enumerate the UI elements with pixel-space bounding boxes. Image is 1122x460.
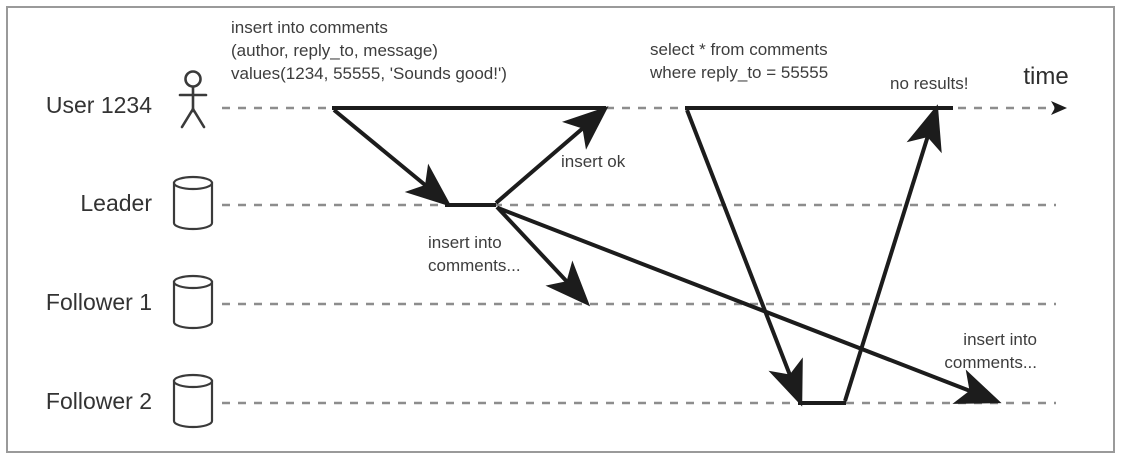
database-cylinder-icon — [172, 373, 214, 429]
message-arrow-insert-request — [332, 108, 452, 207]
replicate-to-follower1-label: insert into comments... — [428, 233, 521, 275]
message-arrow-select-response — [843, 104, 942, 402]
participant-label-follower2: Follower 2 — [46, 388, 152, 414]
time-axis-arrowhead — [1051, 101, 1067, 115]
participant-label-leader: Leader — [80, 190, 152, 216]
participant-icons-group — [172, 70, 214, 429]
insert-statement-label-line-2: values(1234, 55555, 'Sounds good!') — [231, 64, 507, 83]
insert-statement-label-line-0: insert into comments — [231, 18, 388, 37]
database-cylinder-icon — [172, 274, 214, 330]
select-statement-label: select * from comments where reply_to = 5… — [649, 40, 828, 82]
replicate-to-follower2-label-line-1: comments... — [944, 353, 1037, 372]
no-results-label: no results! — [890, 74, 968, 93]
message-arrow-replicate-f2 — [497, 206, 1002, 404]
database-cylinder-icon — [172, 175, 214, 231]
time-axis-label: time — [1023, 63, 1068, 90]
replicate-to-follower2-label: insert into comments... — [944, 330, 1037, 372]
insert-statement-label: insert into comments (author, reply_to, m… — [231, 18, 507, 83]
replicate-to-follower1-label-line-1: comments... — [428, 256, 521, 275]
messages-group — [332, 104, 1002, 407]
replicate-to-follower2-label-line-0: insert into — [963, 330, 1037, 349]
message-arrow-replicate-f1 — [495, 205, 591, 307]
select-statement-label-line-1: where reply_to = 55555 — [649, 63, 828, 82]
participant-label-user: User 1234 — [46, 92, 152, 118]
lifelines-group — [222, 106, 1056, 405]
message-arrow-select-request — [685, 109, 803, 407]
insert-ok-label: insert ok — [561, 152, 626, 171]
insert-ok-label-line-0: insert ok — [561, 152, 626, 171]
activations-group — [332, 106, 953, 405]
insert-statement-label-line-1: (author, reply_to, message) — [231, 41, 438, 60]
message-labels-group: insert into comments (author, reply_to, m… — [231, 18, 1037, 372]
no-results-label-line-0: no results! — [890, 74, 968, 93]
message-arrow-insert-ok — [494, 106, 609, 205]
stick-figure-icon — [178, 70, 208, 129]
participant-label-follower1: Follower 1 — [46, 289, 152, 315]
select-statement-label-line-0: select * from comments — [650, 40, 828, 59]
replicate-to-follower1-label-line-0: insert into — [428, 233, 502, 252]
time-axis-group: time — [1023, 63, 1069, 115]
